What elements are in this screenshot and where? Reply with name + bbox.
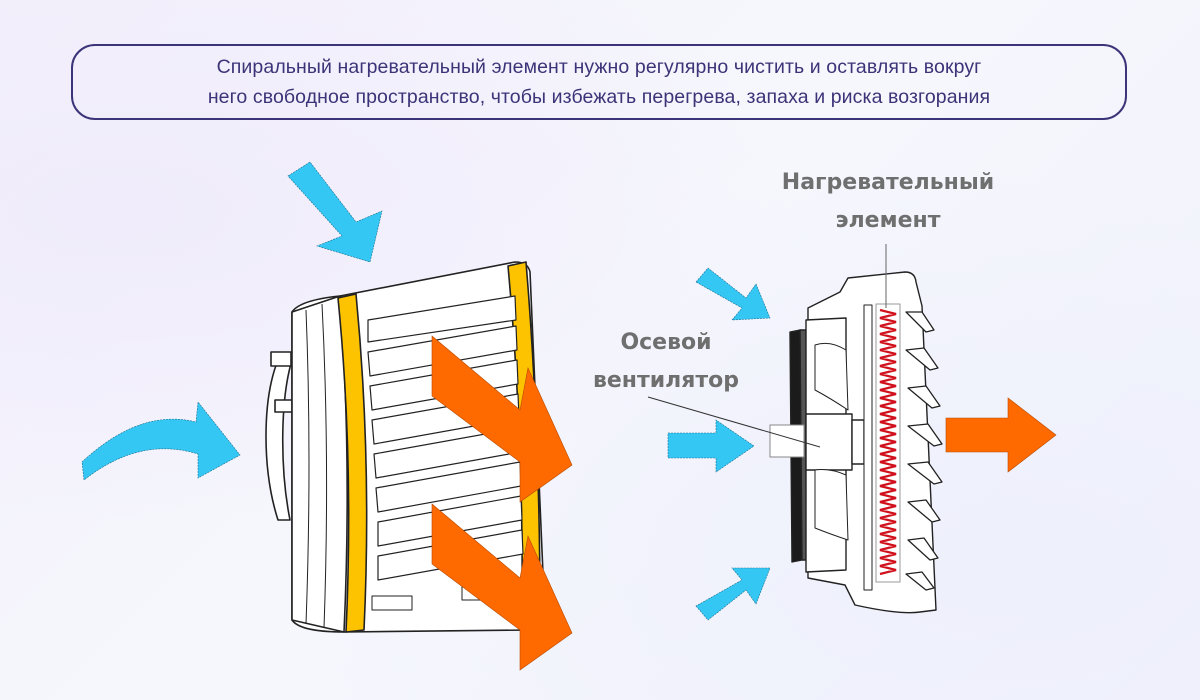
intake-arrow-icon — [695, 267, 771, 321]
caption-line-2: него свободное пространство, чтобы избеж… — [207, 86, 991, 108]
axial-fan-label-line-1: Осевой — [620, 330, 712, 355]
fan-blade — [814, 469, 849, 541]
outflow-arrow-icon — [431, 503, 573, 671]
axial-fan-leader-line — [647, 396, 821, 448]
intake-arrow-icon — [667, 419, 755, 473]
intake-arrows-left — [81, 161, 383, 481]
outflow-arrow-icon — [945, 397, 1057, 473]
caption-line-1: Спиральный нагревательный элемент нужно … — [216, 56, 982, 78]
heating-element-label-line-2: элемент — [835, 208, 941, 233]
intake-arrow-icon — [81, 401, 241, 481]
heating-element-label: Нагревательный элемент — [760, 164, 1016, 240]
fan-blade — [814, 342, 849, 411]
heating-coil — [879, 308, 897, 576]
heater-unit-front-view — [265, 261, 546, 633]
caption-box: Спиральный нагревательный элемент нужно … — [71, 44, 1127, 120]
heating-element-label-line-1: Нагревательный — [781, 170, 995, 195]
outflow-arrow-icon — [431, 335, 573, 503]
intake-arrows-right — [667, 267, 771, 621]
intake-arrow-icon — [287, 161, 383, 263]
heater-unit-cross-section — [769, 271, 943, 614]
axial-fan-label: Осевой вентилятор — [584, 324, 748, 400]
intake-arrow-icon — [695, 567, 771, 621]
axial-fan-label-line-2: вентилятор — [592, 368, 740, 393]
outflow-arrows-left — [431, 335, 573, 671]
yellow-frame-left — [337, 293, 368, 633]
